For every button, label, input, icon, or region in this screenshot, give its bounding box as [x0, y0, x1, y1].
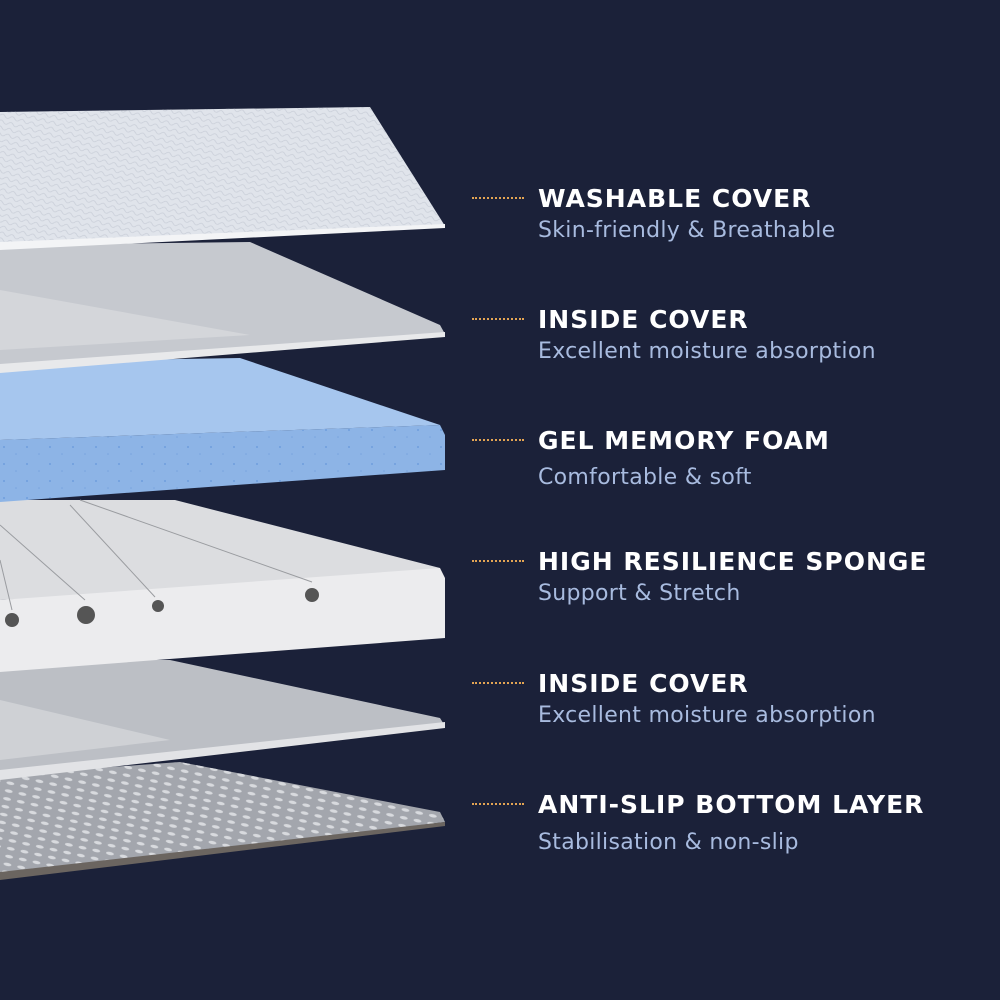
layer-gel-memory-foam — [0, 358, 445, 502]
layer-high-resilience-sponge — [0, 499, 445, 672]
dotted-leader-line — [472, 197, 524, 199]
layer-title: INSIDE COVER — [538, 669, 749, 698]
layer-washable-cover — [0, 107, 445, 250]
layer-subtitle: Comfortable & soft — [538, 465, 752, 490]
layer-subtitle: Support & Stretch — [538, 581, 741, 606]
dotted-leader-line — [472, 439, 524, 441]
layer-inside-cover-lower — [0, 660, 445, 780]
layer-title: WASHABLE COVER — [538, 184, 812, 213]
layer-inside-cover-upper — [0, 242, 445, 373]
dotted-leader-line — [472, 803, 524, 805]
layer-subtitle: Excellent moisture absorption — [538, 339, 876, 364]
dotted-leader-line — [472, 682, 524, 684]
layer-subtitle: Excellent moisture absorption — [538, 703, 876, 728]
layer-title: INSIDE COVER — [538, 305, 749, 334]
layer-title: HIGH RESILIENCE SPONGE — [538, 547, 928, 576]
dotted-leader-line — [472, 318, 524, 320]
layer-title: GEL MEMORY FOAM — [538, 426, 830, 455]
layer-anti-slip-bottom — [0, 762, 445, 880]
dotted-leader-line — [472, 560, 524, 562]
layer-title: ANTI-SLIP BOTTOM LAYER — [538, 790, 925, 819]
layer-subtitle: Stabilisation & non-slip — [538, 830, 799, 855]
layer-subtitle: Skin-friendly & Breathable — [538, 218, 836, 243]
